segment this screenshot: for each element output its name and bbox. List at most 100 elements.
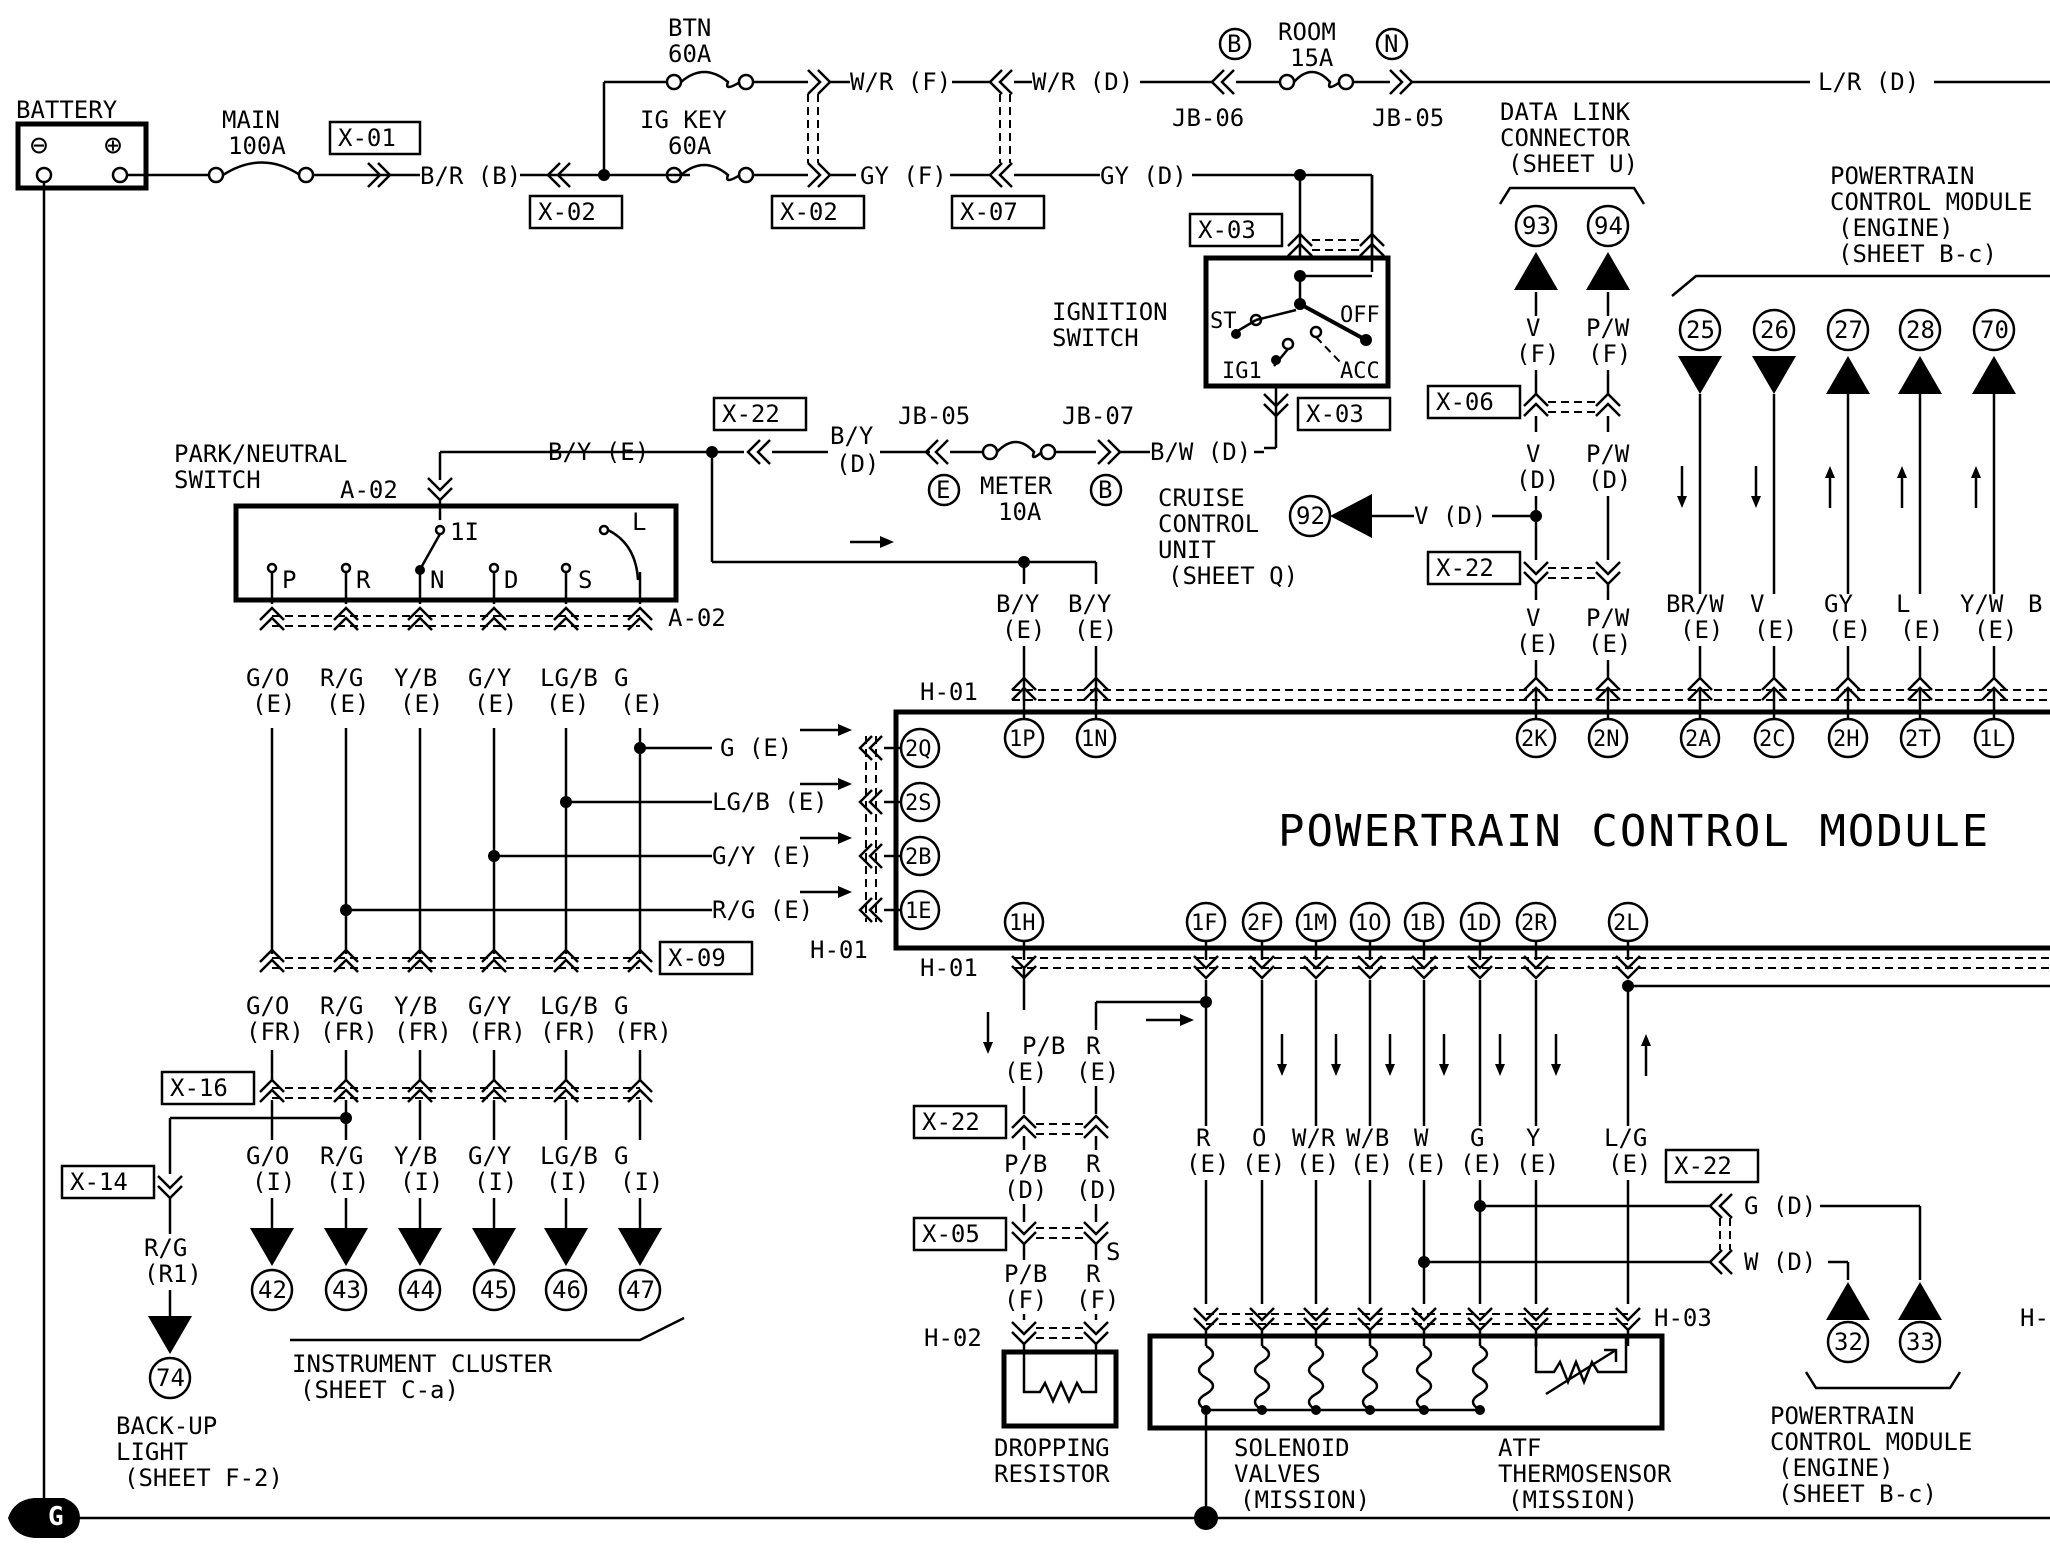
ref-27: 27 <box>1834 316 1863 344</box>
dlc-wire-color: V <box>1526 604 1540 632</box>
svg-text:BTN: BTN <box>668 14 711 42</box>
pns-wire-zone: (E) <box>252 690 295 718</box>
pcm-terminal-2c: 2C <box>1759 727 1786 752</box>
pns-wire-color: G/Y <box>468 992 512 1020</box>
svg-text:(E): (E) <box>1074 616 1117 644</box>
pns-wire-zone: (I) <box>400 1168 443 1196</box>
dropping-wire-zone: (D) <box>1004 1176 1047 1204</box>
svg-text:R: R <box>356 566 371 594</box>
ref-47: 47 <box>626 1276 655 1304</box>
pns-wire-zone: (FR) <box>540 1018 598 1046</box>
pns-wire-color: G/O <box>246 1142 289 1170</box>
pns-wire-color: R/G <box>320 992 363 1020</box>
svg-text:H-03: H-03 <box>1654 1304 1712 1332</box>
svg-text:MAIN: MAIN <box>222 106 280 134</box>
dropping-wire-color: R <box>1086 1150 1101 1178</box>
ig-key-fuse: IG KEY 60A <box>640 106 755 184</box>
svg-text:CONTROL MODULE: CONTROL MODULE <box>1830 188 2032 216</box>
dlc-wire-zone: (D) <box>1588 466 1631 494</box>
ref-32: 32 <box>1834 1328 1863 1356</box>
dlc-wire-color: V <box>1526 314 1540 342</box>
dropping-resistor: DROPPING RESISTOR <box>994 1349 1119 1488</box>
pcm-wire-color: V <box>1750 590 1764 618</box>
ref-93: 93 <box>1522 212 1551 240</box>
ref-44: 44 <box>406 1276 435 1304</box>
pcm-wire-color: Y/W <box>1960 590 2004 618</box>
svg-text:GY (D): GY (D) <box>1100 162 1187 190</box>
svg-text:B/Y (E): B/Y (E) <box>548 438 649 466</box>
pcm-main-title: POWERTRAIN CONTROL MODULE <box>1278 806 1990 857</box>
svg-text:SWITCH: SWITCH <box>174 466 261 494</box>
battery-negative-icon: ⊖ <box>30 128 48 163</box>
main-fuse: MAIN 100A <box>207 106 315 184</box>
jb-b-circle: B <box>1227 30 1241 58</box>
connector-x02-left: X-02 <box>538 198 596 226</box>
svg-text:H-02: H-02 <box>924 1324 982 1352</box>
solenoid-wire-zone: (E) <box>1350 1150 1393 1178</box>
svg-text:L/R (D): L/R (D) <box>1818 68 1919 96</box>
solenoid-wire-color: W/R <box>1292 1124 1336 1152</box>
atf-thermosensor <box>1534 1336 1628 1396</box>
pns-wire-color: Y/B <box>394 664 437 692</box>
svg-text:S: S <box>1106 1238 1120 1266</box>
svg-text:ROOM: ROOM <box>1278 18 1336 46</box>
pns-wire-zone: (FR) <box>246 1018 304 1046</box>
svg-text:POWERTRAIN: POWERTRAIN <box>1830 162 1975 190</box>
pcm-terminal-2k: 2K <box>1521 727 1548 752</box>
svg-text:ATF: ATF <box>1498 1434 1541 1462</box>
dropping-wires: P/B(E)P/B(D)P/B(F)R(E)R(D)R(F) <box>983 968 1206 1352</box>
svg-text:(MISSION): (MISSION) <box>1240 1486 1370 1514</box>
svg-text:SWITCH: SWITCH <box>1052 324 1139 352</box>
dropping-wire-zone: (E) <box>1004 1058 1047 1086</box>
dropping-wire-color: R <box>1086 1032 1101 1060</box>
connector-x03-bottom: X-03 <box>1306 400 1364 428</box>
svg-text:E: E <box>936 476 950 504</box>
pns-wire-color: LG/B <box>540 664 598 692</box>
pns-wire-zone: (E) <box>620 690 663 718</box>
svg-text:R/G (E): R/G (E) <box>712 896 813 924</box>
svg-text:DROPPING: DROPPING <box>994 1434 1110 1462</box>
pcm-engine-top-label: POWERTRAIN CONTROL MODULE (ENGINE) (SHEE… <box>1671 162 2050 297</box>
pcm-wire-zone: (E) <box>1680 616 1723 644</box>
pcm-terminal-2h: 2H <box>1833 727 1860 752</box>
ref-33: 33 <box>1906 1328 1935 1356</box>
pcm-wire-color: L <box>1896 590 1910 618</box>
pcm-terminal-1b: 1B <box>1409 911 1436 936</box>
connector-x03-top: X-03 <box>1198 216 1256 244</box>
ref-28: 28 <box>1906 316 1935 344</box>
dropping-wire-color: R <box>1086 1260 1101 1288</box>
svg-text:(ENGINE): (ENGINE) <box>1778 1454 1894 1482</box>
ref-46: 46 <box>552 1276 581 1304</box>
battery-positive-icon: ⊕ <box>104 128 122 163</box>
svg-text:A-02: A-02 <box>668 604 726 632</box>
svg-text:H-01: H-01 <box>810 936 868 964</box>
connector-x22-solenoid: X-22 <box>1674 1152 1732 1180</box>
battery-title: BATTERY <box>16 96 118 124</box>
svg-text:LIGHT: LIGHT <box>116 1438 188 1466</box>
svg-text:CONTROL MODULE: CONTROL MODULE <box>1770 1428 1972 1456</box>
solenoid-wire-color: W <box>1414 1124 1429 1152</box>
pcm-terminal-1d: 1D <box>1465 911 1492 936</box>
pns-wire-zone: (FR) <box>468 1018 526 1046</box>
svg-text:JB-05: JB-05 <box>898 402 970 430</box>
svg-text:CRUISE: CRUISE <box>1158 484 1245 512</box>
dlc-wire-color: P/W <box>1586 314 1630 342</box>
pns-wire-zone: (I) <box>620 1168 663 1196</box>
pcm-terminal-1m: 1M <box>1301 911 1328 936</box>
svg-text:W/R (F): W/R (F) <box>850 68 951 96</box>
solenoid-wire-zone: (E) <box>1242 1150 1285 1178</box>
dropping-wire-color: P/B <box>1004 1150 1047 1178</box>
ref-74: 74 <box>156 1364 185 1392</box>
svg-text:H-01: H-01 <box>920 954 978 982</box>
svg-text:IG1: IG1 <box>1222 359 1262 384</box>
svg-text:(ENGINE): (ENGINE) <box>1838 214 1954 242</box>
svg-text:W (D): W (D) <box>1744 1248 1816 1276</box>
connector-x22-dlc: X-22 <box>1436 554 1494 582</box>
svg-text:CONNECTOR: CONNECTOR <box>1500 124 1631 152</box>
svg-text:THERMOSENSOR: THERMOSENSOR <box>1498 1460 1672 1488</box>
pns-wire-color: G/Y <box>468 664 512 692</box>
pcm-wire-cut: B <box>2028 590 2042 618</box>
pcm-terminal-2a: 2A <box>1685 727 1712 752</box>
